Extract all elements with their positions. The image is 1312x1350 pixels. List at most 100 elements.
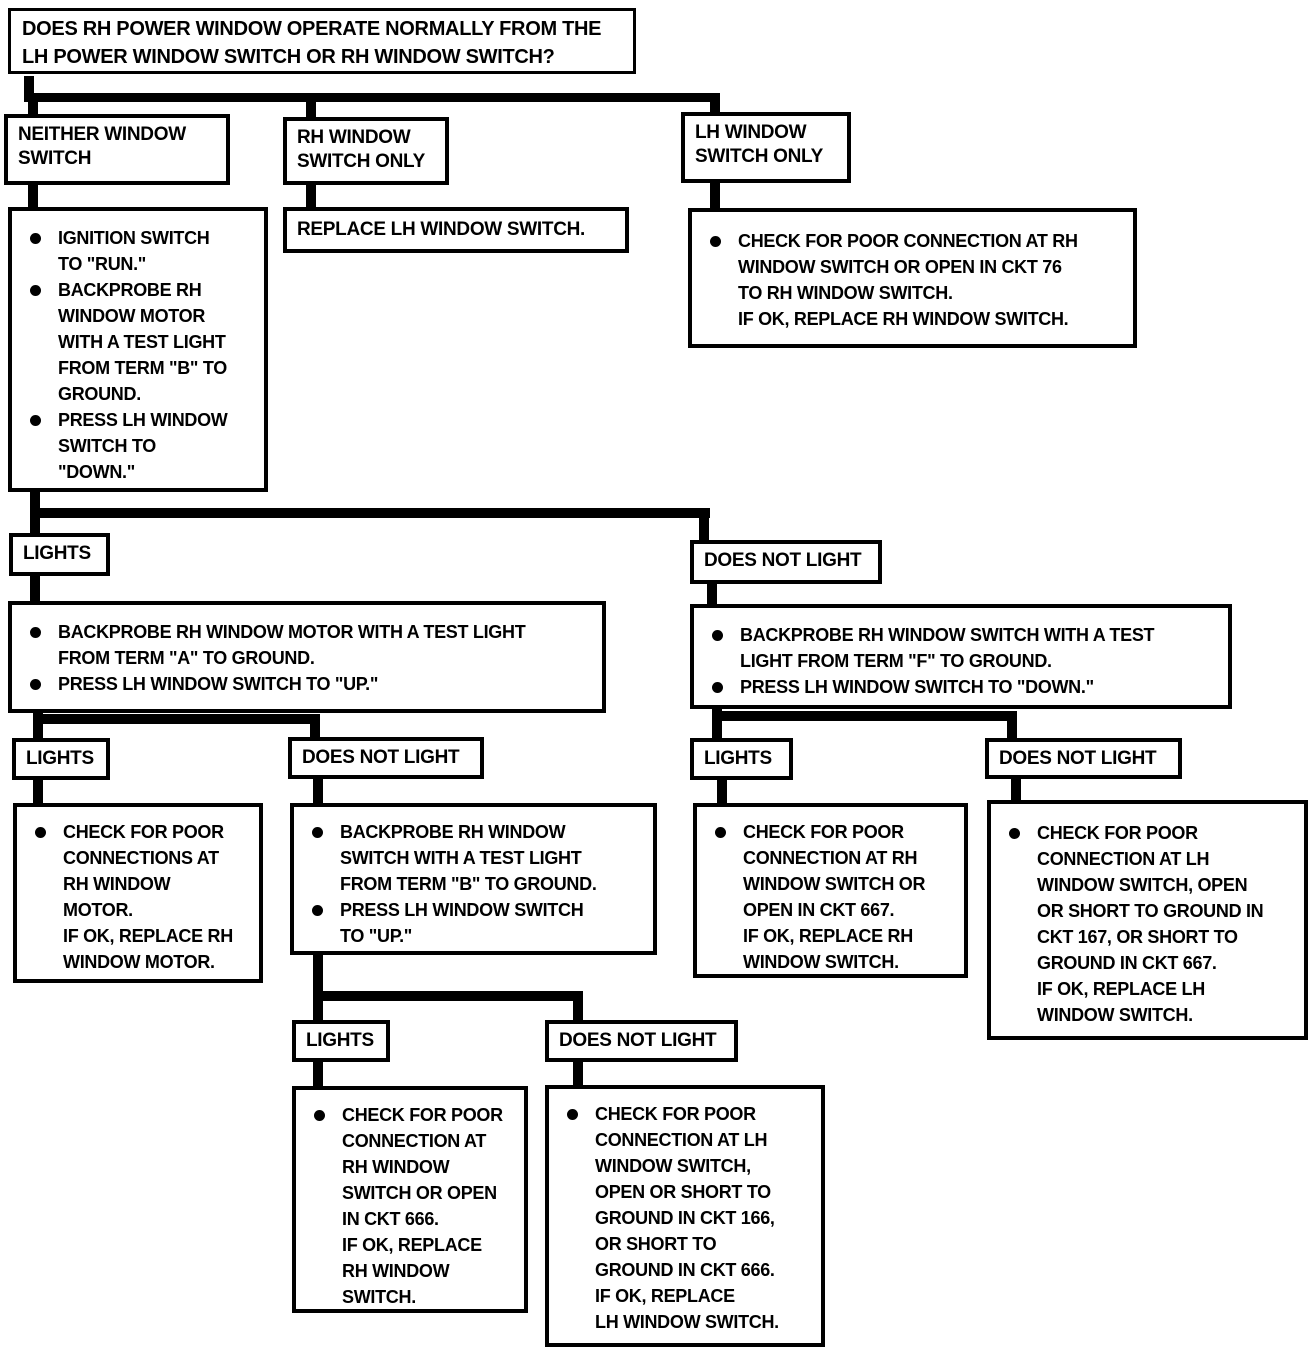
connector	[30, 574, 40, 603]
node-root-question: DOES RH POWER WINDOW OPERATE NORMALLY FR…	[8, 8, 636, 74]
connector	[573, 1060, 583, 1087]
node-label: DOES NOT LIGHT	[704, 550, 862, 571]
node-label: REPLACE LH WINDOW SWITCH.	[297, 219, 586, 240]
connector	[306, 93, 316, 119]
connector	[30, 508, 40, 535]
connector	[310, 714, 320, 739]
node-does-not-light-2: DOES NOT LIGHT	[288, 737, 484, 779]
node-replace-lh-window-switch: REPLACE LH WINDOW SWITCH.	[283, 207, 629, 253]
node-does-not-light-3: DOES NOT LIGHT	[985, 738, 1182, 779]
bullet-icon	[694, 674, 740, 693]
connector	[30, 508, 710, 518]
bullet-icon	[12, 619, 58, 638]
connector	[1011, 777, 1021, 802]
node-lights-3: LIGHTS	[690, 738, 793, 780]
bullet-icon	[17, 819, 63, 838]
connector	[573, 991, 583, 1022]
bullet-icon	[692, 228, 738, 247]
bullet-item: PRESS LH WINDOW SWITCH TO "DOWN."	[694, 674, 1220, 700]
node-does-not-light-4: DOES NOT LIGHT	[545, 1020, 738, 1062]
bullet-icon	[12, 225, 58, 244]
bullet-icon	[694, 622, 740, 641]
connector	[313, 777, 323, 805]
node-does-not-light-1: DOES NOT LIGHT	[690, 540, 882, 584]
bullet-text: PRESS LH WINDOW SWITCH TO "UP."	[58, 674, 379, 694]
bullet-icon	[12, 277, 58, 296]
connector	[306, 183, 316, 209]
node-label: LIGHTS	[26, 748, 94, 769]
connector	[33, 778, 43, 805]
bullet-icon	[12, 671, 58, 690]
connector	[710, 93, 720, 114]
bullet-icon	[294, 819, 340, 838]
node-lights-2: LIGHTS	[12, 738, 110, 780]
connector	[28, 183, 38, 209]
root-question-text: DOES RH POWER WINDOW OPERATE NORMALLY FR…	[22, 18, 602, 68]
node-label: DOES NOT LIGHT	[302, 747, 460, 768]
connector	[313, 1060, 323, 1088]
connector	[28, 93, 38, 116]
node-lights-4: LIGHTS	[292, 1020, 390, 1062]
connector	[313, 991, 583, 1001]
connector	[30, 490, 40, 515]
bullet-icon	[697, 819, 743, 838]
connector	[712, 711, 1017, 721]
connector	[24, 93, 720, 102]
bullet-item: PRESS LH WINDOW SWITCH TO "UP."	[12, 671, 594, 697]
bullet-text: PRESS LH WINDOW SWITCH TO "DOWN."	[740, 677, 1094, 697]
bullet-text: BACKPROBE RH WINDOW MOTOR WITH A TEST LI…	[58, 622, 526, 668]
bullet-icon	[12, 407, 58, 426]
bullet-icon	[991, 820, 1037, 839]
node-label: LIGHTS	[306, 1030, 374, 1051]
node-backprobe-term-a: BACKPROBE RH WINDOW MOTOR WITH A TEST LI…	[8, 601, 606, 713]
bullet-icon	[294, 897, 340, 916]
connector	[717, 778, 727, 805]
connector	[33, 714, 43, 740]
bullet-icon	[549, 1101, 595, 1120]
connector	[33, 714, 320, 724]
node-lights-1: LIGHTS	[9, 533, 110, 576]
connector	[313, 953, 323, 998]
node-label: LIGHTS	[704, 748, 772, 769]
connector	[699, 508, 709, 542]
connector	[313, 991, 323, 1022]
bullet-item: BACKPROBE RH WINDOW MOTOR WITH A TEST LI…	[12, 619, 594, 671]
connector	[707, 582, 717, 606]
connector	[1007, 711, 1017, 740]
node-label: DOES NOT LIGHT	[999, 748, 1157, 769]
